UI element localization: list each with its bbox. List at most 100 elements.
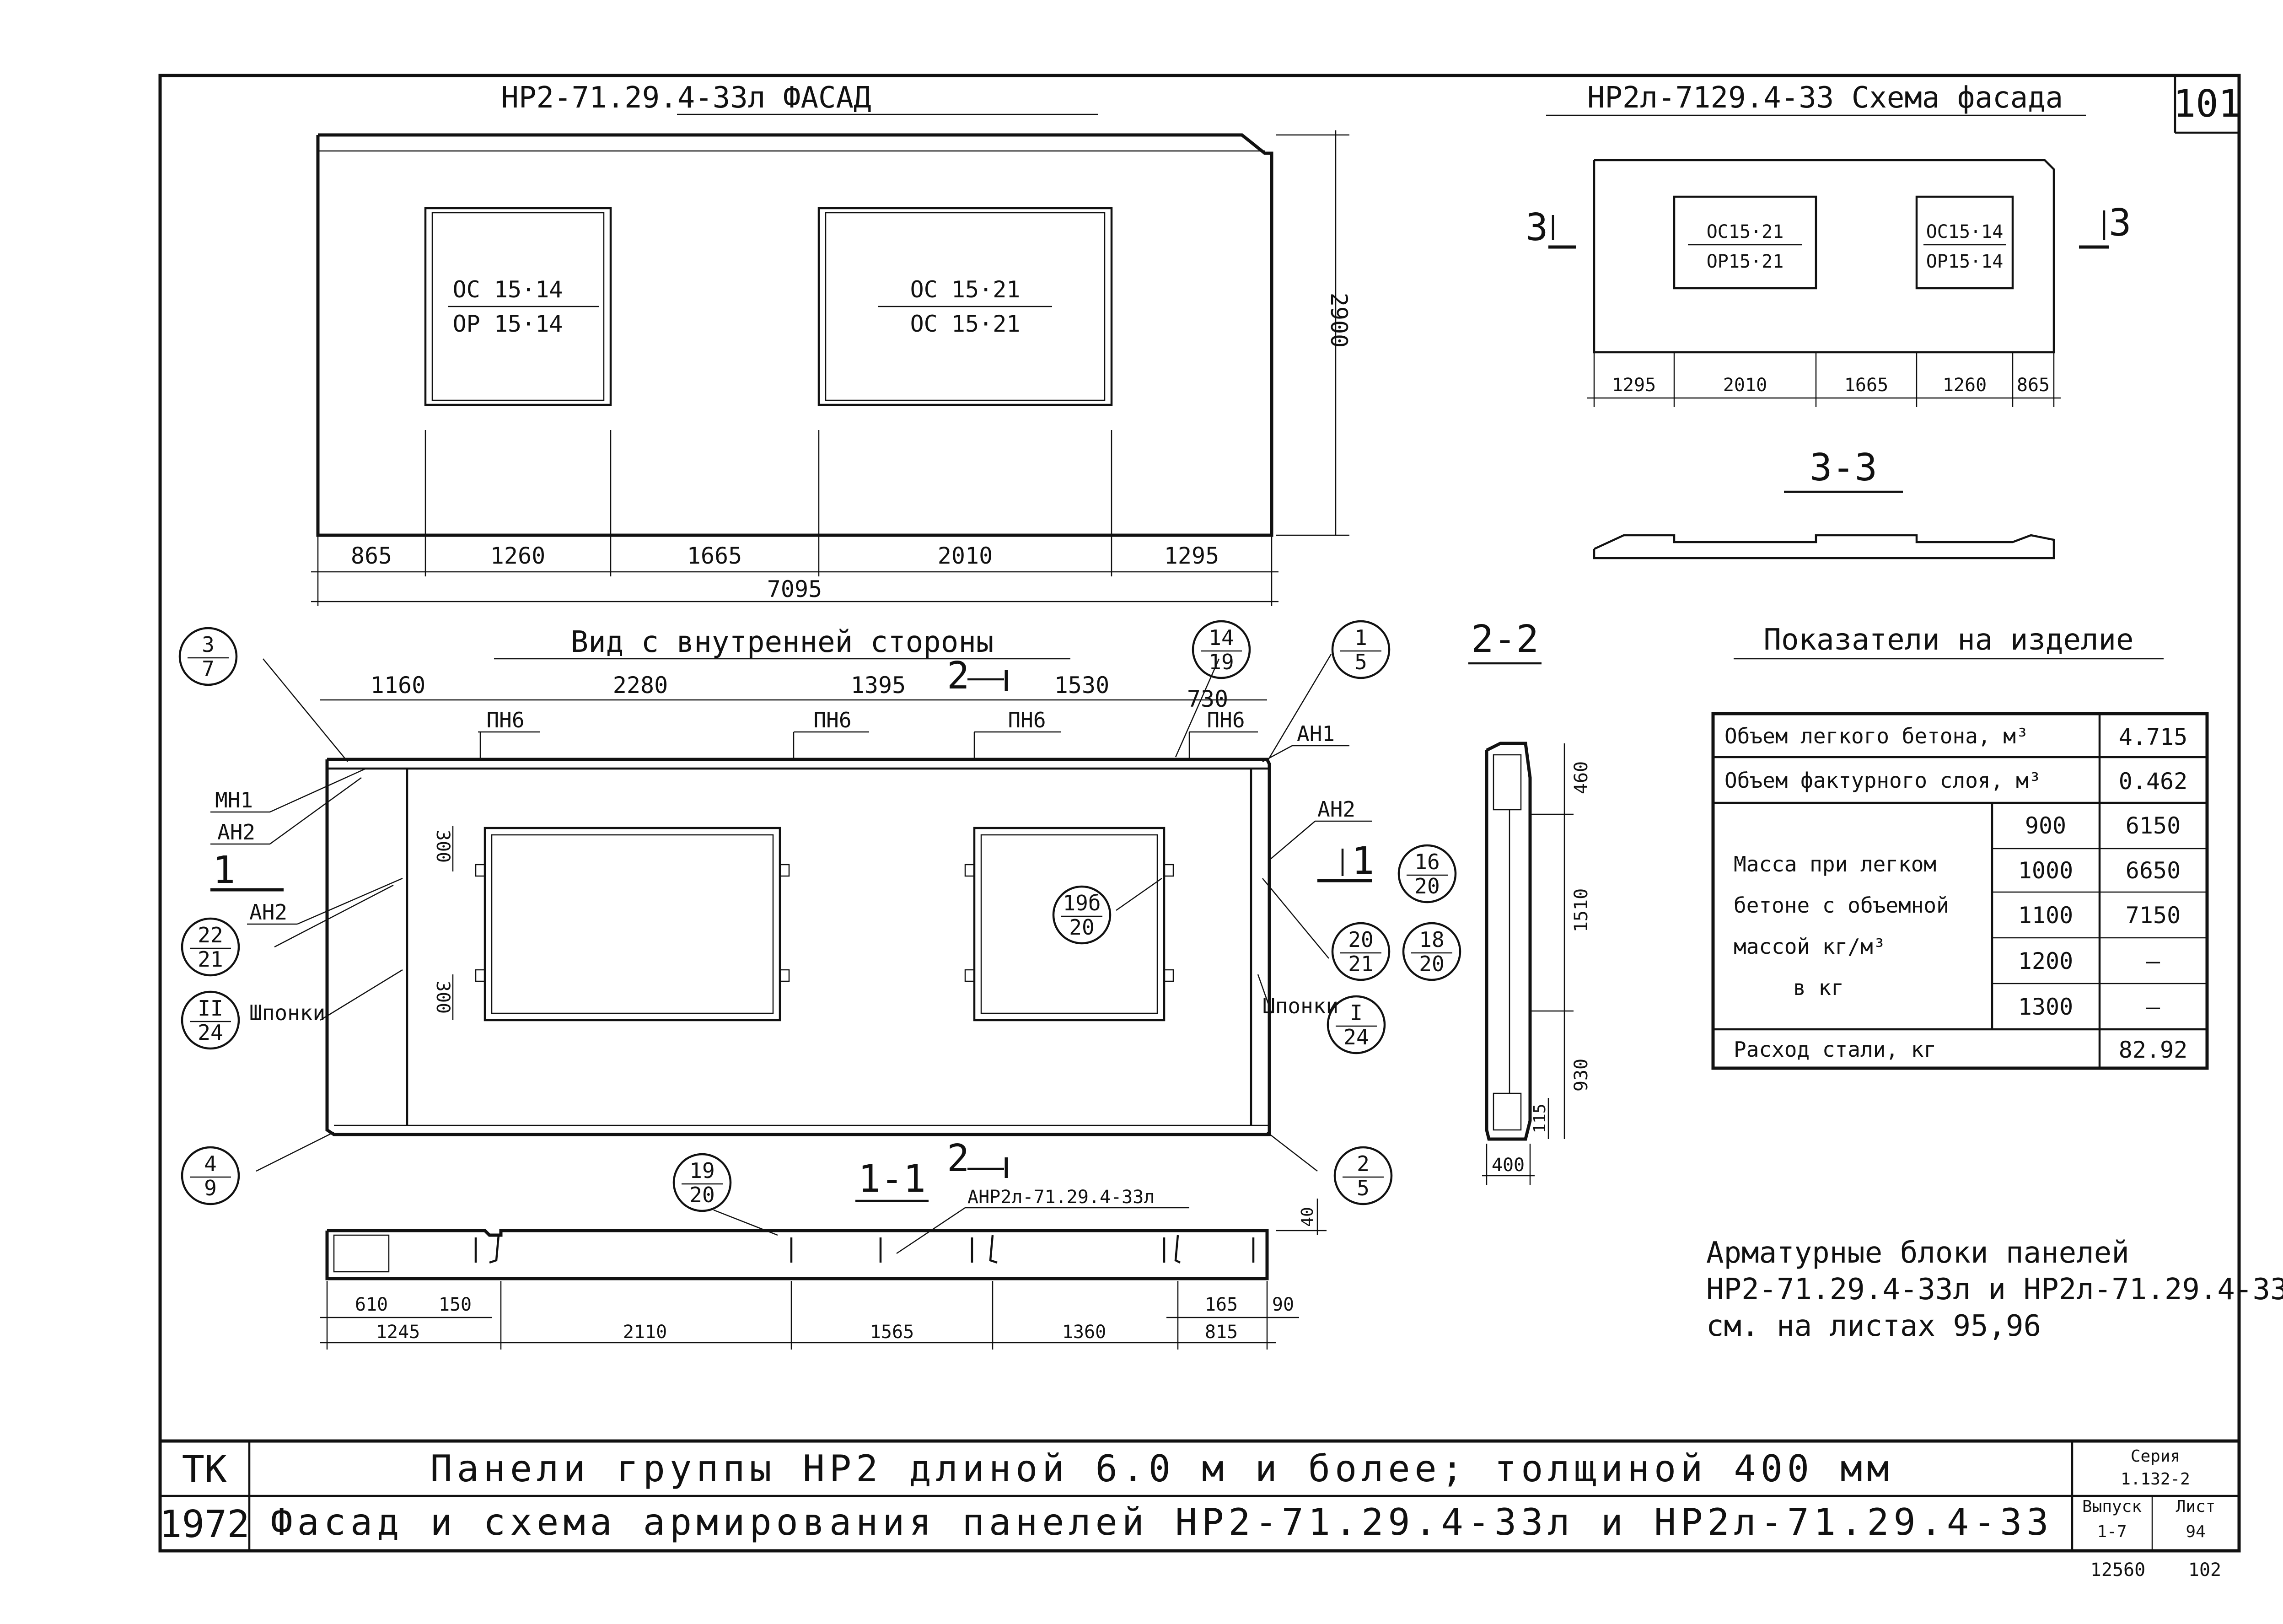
facade-window-left-label-bottom: ОР 15·14 [453, 311, 563, 337]
section-1-1: 1-1 2 АНР2л-71.29.4-33л 40 610 150 165 9… [320, 1137, 1327, 1350]
indicators-row-light-concrete-value: 4.715 [2119, 724, 2188, 750]
section-1-1-dim-150: 150 [439, 1294, 472, 1315]
callout-4-9: 4 9 [181, 1146, 240, 1205]
scheme-dim-2: 2010 [1723, 375, 1767, 396]
label-an2-a: АН2 [217, 820, 255, 844]
indicators-mass-1000: 6650 [2126, 857, 2181, 884]
inner-top-dim-5: 730 [1187, 686, 1228, 712]
label-mn1-leader [269, 768, 366, 813]
scheme-title: НР2л-7129.4-33 Схема фасада [1587, 81, 2063, 115]
callout-4-9-top: 4 [204, 1151, 217, 1176]
inner-window-left-inner [491, 834, 774, 1014]
indicators-density-1100: 1100 [2018, 902, 2073, 929]
indicators-mass-1100: 7150 [2126, 902, 2181, 929]
section-2-2-top-cage [1493, 754, 1522, 811]
callout-16-20-top: 16 [1414, 850, 1440, 874]
section-1-1-dim-815: 815 [1205, 1322, 1238, 1343]
indicators-steel-label: Расход стали, кг [1734, 1037, 1936, 1062]
callout-i-24-top: I [1350, 1000, 1363, 1025]
facade-window-right [817, 207, 1113, 406]
indicators-row-light-concrete-label: Объем легкого бетона, м³ [1724, 724, 2029, 748]
label-shponki-right-leader [1257, 974, 1273, 1014]
archive-stamp-number: 12560 [2090, 1559, 2145, 1581]
indicators-mass-label-4: в кг [1793, 975, 1844, 1000]
title-block-issue-label: Выпуск [2082, 1497, 2142, 1516]
scheme-dim-5: 865 [2017, 375, 2050, 396]
inner-window-right-inner [980, 834, 1158, 1014]
callout-19b-20-top: 19б [1063, 891, 1101, 915]
scheme-dim-4: 1260 [1943, 375, 1987, 396]
section-1-1-title: 1-1 [858, 1157, 926, 1201]
indicators-frame [1711, 712, 2209, 1070]
callout-3-7-bottom: 7 [202, 656, 215, 681]
section-1-1-label: АНР2л-71.29.4-33л [967, 1187, 1155, 1208]
vdim-1: 300 [432, 830, 453, 863]
section-2-2-dim-1: 460 [1571, 761, 1592, 794]
indicators-density-1300: 1300 [2018, 994, 2073, 1020]
callout-16-20: 16 20 [1397, 844, 1457, 903]
callout-20-21-top: 20 [1348, 927, 1373, 952]
label-mn1: МН1 [215, 788, 253, 812]
callout-16-20-bottom: 20 [1414, 874, 1440, 898]
indicators-density-1200: 1200 [2018, 948, 2073, 974]
indicators-mass-label-1: Масса при легком [1734, 852, 1936, 877]
scheme-window-right-bottom: ОР15·14 [1926, 251, 2004, 272]
callouts: 3 7 14 19 1 5 22 21 II 24 [178, 620, 1461, 1212]
section-1-1-dim-165: 165 [1205, 1294, 1238, 1315]
callout-1-leader [1266, 654, 1332, 762]
indicators-title: Показатели на изделие [1763, 623, 2133, 657]
anchor-1 [475, 864, 486, 877]
inner-window-right [973, 827, 1166, 1022]
callout-4-leader [256, 1131, 334, 1172]
anchor-5 [964, 864, 975, 877]
pn-label-2: ПН6 [813, 708, 851, 732]
callout-ii-24: II 24 [181, 990, 240, 1050]
pn-label-3: ПН6 [1008, 708, 1046, 732]
scheme-window-right [1915, 195, 2014, 290]
title-block-sheet: 94 [2186, 1522, 2205, 1541]
callout-i-24: I 24 [1327, 995, 1386, 1054]
facade-dim-5: 1295 [1164, 543, 1219, 569]
vdim-2: 300 [432, 981, 453, 1014]
anchor-8 [1163, 969, 1174, 982]
facade-window-right-label-bottom: ОС 15·21 [910, 311, 1021, 337]
callout-ii-24-bottom: 24 [198, 1020, 223, 1045]
section-2-2-bottom-cage [1493, 1092, 1522, 1131]
title-block-issue: 1-7 [2097, 1522, 2127, 1541]
callout-4-9-bottom: 9 [204, 1176, 217, 1200]
indicators-density-900: 900 [2025, 812, 2066, 839]
callout-i-24-bottom: 24 [1343, 1025, 1369, 1049]
section-1-1-end-cage [333, 1234, 390, 1273]
callout-1-5: 1 5 [1331, 620, 1391, 679]
section-1-1-lip-2 [989, 1235, 998, 1264]
facade-dim-4: 2010 [938, 543, 993, 569]
note-line-3: см. на листах 95,96 [1706, 1309, 2041, 1343]
section-1-1-mark: 2 [947, 1137, 969, 1180]
inner-section-mark: 2 [947, 654, 969, 698]
facade-height-dim: 2900 [1326, 293, 1352, 348]
title-block-sheet-label: Лист [2176, 1497, 2216, 1516]
callout-2-leader [1267, 1132, 1318, 1172]
callout-19-20-top: 19 [689, 1158, 714, 1183]
sheet-frame [158, 74, 2241, 1553]
title-block-series: 1.132-2 [2121, 1470, 2190, 1489]
anchor-7 [964, 969, 975, 982]
section-1-1-lip-3 [1174, 1235, 1181, 1264]
facade-window-right-inner [825, 212, 1106, 401]
facade-window-right-label-top: ОС 15·21 [910, 276, 1021, 303]
callout-22-leader [274, 884, 394, 948]
callout-14-19: 14 19 [1192, 620, 1251, 679]
facade-dim-1: 865 [351, 543, 392, 569]
callout-20-21: 20 21 [1331, 922, 1391, 981]
facade-dim-3: 1665 [687, 543, 742, 569]
callout-20-21-bottom: 21 [1348, 952, 1373, 976]
indicators-mass-1200: — [2146, 948, 2160, 974]
inner-view: Вид с внутренней стороны 1160 2280 1395 … [210, 625, 1374, 1172]
scheme-panel-outline [1593, 159, 2055, 354]
callout-18-20-top: 18 [1419, 927, 1444, 952]
section-1-1-dim-1360: 1360 [1062, 1322, 1106, 1343]
indicators-table: Показатели на изделие Объем легкого бето… [1711, 623, 2209, 1070]
indicators-mass-900: 6150 [2126, 812, 2181, 839]
facade-window-left-inner [431, 212, 605, 401]
